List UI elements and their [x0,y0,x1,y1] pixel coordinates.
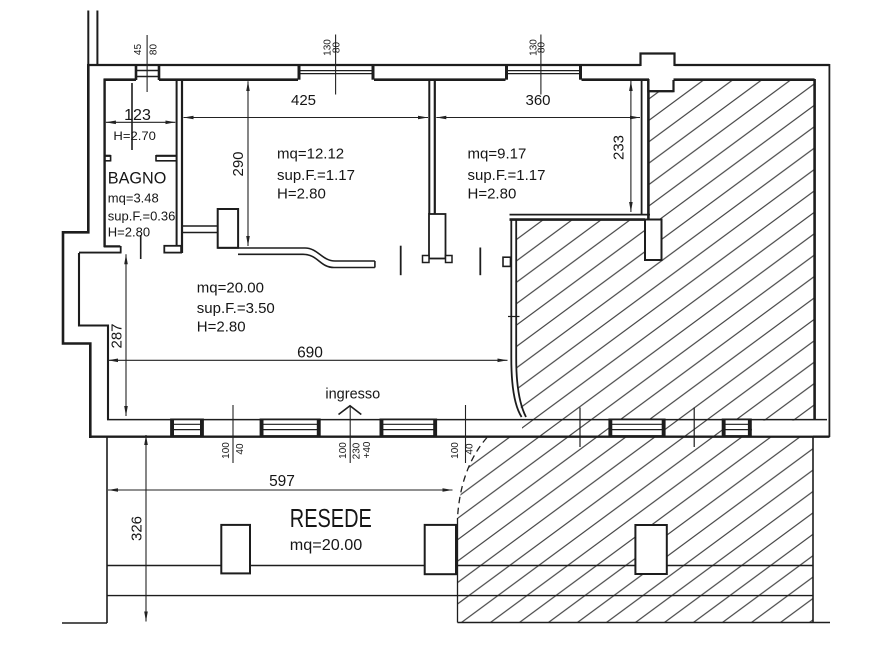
svg-text:233: 233 [611,135,628,160]
svg-text:40: 40 [465,443,476,455]
svg-text:H=2.70: H=2.70 [113,129,156,143]
svg-text:130: 130 [529,39,540,56]
svg-text:sup.F.=1.17: sup.F.=1.17 [277,167,355,184]
svg-text:230: 230 [352,442,363,459]
svg-text:597: 597 [269,473,295,490]
svg-text:80: 80 [332,42,343,54]
svg-text:425: 425 [291,92,316,109]
svg-text:40: 40 [235,443,246,455]
svg-text:mq=3.48: mq=3.48 [108,191,159,206]
svg-text:100: 100 [338,442,349,459]
svg-text:mq=20.00: mq=20.00 [197,280,264,297]
svg-text:100: 100 [450,442,461,459]
svg-text:45: 45 [133,44,144,56]
svg-text:130: 130 [323,39,334,56]
svg-text:BAGNO: BAGNO [108,169,167,188]
svg-text:sup.F.=3.50: sup.F.=3.50 [197,300,275,317]
svg-text:ingresso: ingresso [325,387,380,403]
svg-text:690: 690 [297,345,323,362]
svg-text:H=2.80: H=2.80 [197,319,246,336]
svg-text:mq=12.12: mq=12.12 [277,146,344,163]
svg-text:290: 290 [230,151,247,176]
svg-text:123: 123 [124,107,151,124]
svg-text:H=2.80: H=2.80 [277,186,326,203]
svg-text:287: 287 [109,323,126,348]
svg-text:H=2.80: H=2.80 [108,225,150,240]
svg-text:sup.F.=0.36: sup.F.=0.36 [108,209,176,224]
svg-text:80: 80 [537,42,548,54]
svg-text:mq=9.17: mq=9.17 [468,146,527,163]
svg-text:RESEDE: RESEDE [290,503,372,533]
svg-text:sup.F.=1.17: sup.F.=1.17 [468,167,546,184]
svg-text:mq=20.00: mq=20.00 [290,537,363,554]
svg-text:H=2.80: H=2.80 [468,186,517,203]
svg-text:100: 100 [221,442,232,459]
svg-text:326: 326 [129,516,146,541]
svg-text:360: 360 [525,92,550,109]
svg-text:80: 80 [149,44,160,56]
svg-text:+40: +40 [362,441,373,458]
